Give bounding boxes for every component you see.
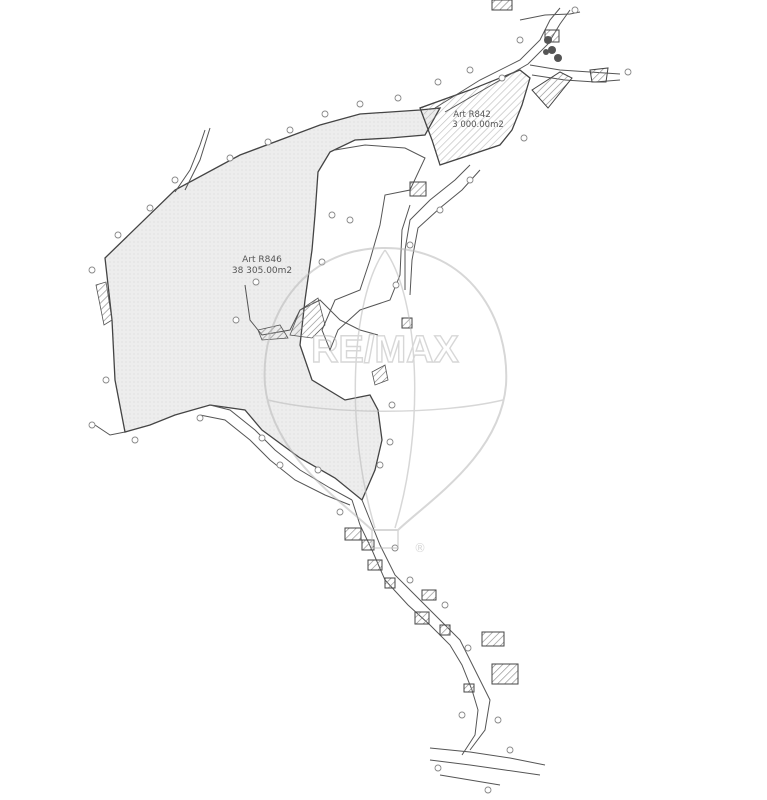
hatched-zone-1 xyxy=(289,297,326,339)
parcel-r846-name: Art R846 xyxy=(242,255,282,265)
hatched-zone-3 xyxy=(371,364,389,386)
watermark-text: RE/MAX xyxy=(311,329,459,371)
road-network xyxy=(94,7,621,786)
survey-points xyxy=(88,6,632,794)
parcel-r846-inner-road xyxy=(321,144,426,352)
parcel-r842-area-label: 3 000.00m2 xyxy=(452,120,504,130)
tree-cluster xyxy=(543,36,562,62)
parcel-r842-name: Art R842 xyxy=(453,110,490,120)
parcel-r846-area-label: 38 305.00m2 xyxy=(232,266,292,276)
watermark-registered-mark: ® xyxy=(414,541,426,555)
buildings xyxy=(344,0,609,693)
hatched-zone-4 xyxy=(95,281,113,326)
remax-watermark: RE/MAX ® xyxy=(263,246,508,555)
